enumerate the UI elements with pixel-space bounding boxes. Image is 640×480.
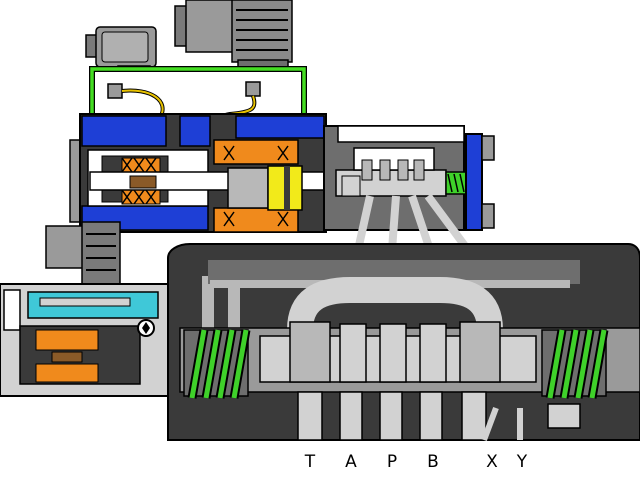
electrical-connector-icon	[85, 0, 293, 77]
main-valve-body	[167, 243, 640, 442]
port-label-a: A	[345, 452, 357, 472]
pilot-valve-body	[69, 113, 495, 253]
port-labels: T A P B X Y	[304, 452, 528, 472]
solenoid-coil-icon	[121, 157, 161, 205]
port-label-p: P	[387, 452, 397, 472]
pilot-spool-icon	[335, 147, 447, 197]
lower-connector	[0, 221, 169, 397]
port-label-x: X	[486, 452, 498, 472]
port-label-y: Y	[516, 452, 528, 472]
main-spool-icon	[259, 321, 537, 383]
port-label-t: T	[304, 452, 316, 472]
port-label-b: B	[427, 452, 439, 472]
return-spring-icon	[183, 329, 609, 399]
